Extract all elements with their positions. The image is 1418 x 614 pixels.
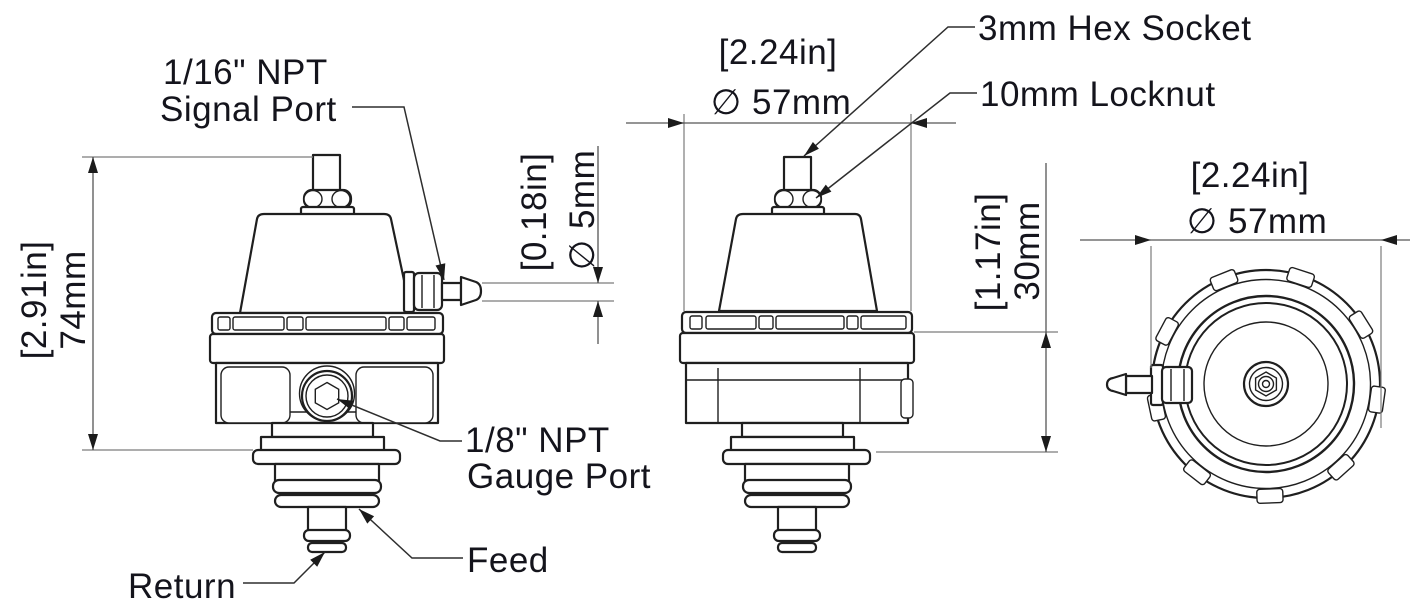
front-locknut: [302, 188, 353, 210]
side-width-mm: ∅ 57mm: [711, 83, 851, 122]
lower-height-dimension: [1.17in] 30mm: [876, 163, 1058, 453]
front-bottom-stack: [251, 421, 402, 554]
side-gauge-port-boss: [900, 378, 914, 419]
locknut-text: 10mm Locknut: [980, 75, 1216, 114]
front-height-inches: [2.91in]: [15, 241, 54, 360]
top-hex-socket: [1254, 371, 1278, 397]
top-width-dimension: [2.24in] ∅ 57mm: [1080, 156, 1410, 428]
top-width-mm: ∅ 57mm: [1187, 202, 1327, 241]
front-main-band: [208, 332, 446, 365]
side-width-inches: [2.24in]: [719, 33, 838, 72]
hex-socket-label: 3mm Hex Socket: [803, 9, 1251, 157]
gauge-port-line2: Gauge Port: [467, 457, 651, 496]
side-bottom-stack: [721, 421, 872, 554]
signal-port-label: 1/16" NPT Signal Port: [160, 53, 446, 281]
front-signal-barb: [402, 270, 483, 314]
side-oring-upper: [741, 478, 853, 495]
return-label: Return: [128, 551, 326, 606]
side-oring-lower: [743, 493, 851, 509]
front-return-stem: [306, 505, 348, 533]
front-spring-cap: [238, 212, 413, 315]
signal-port-line1: 1/16" NPT: [163, 53, 328, 92]
front-lower-body: [214, 361, 440, 425]
front-oring-lower: [273, 493, 381, 509]
top-view: [1105, 266, 1386, 504]
barb-diameter-dimension: [0.18in] ∅ 5mm: [482, 146, 614, 344]
gauge-port-label: 1/8" NPT Gauge Port: [336, 398, 651, 496]
front-signal-stem: [311, 153, 342, 194]
side-view: [678, 155, 916, 554]
side-signal-stem: [782, 155, 813, 194]
front-height-dimension: [2.91in] 74mm: [15, 156, 313, 451]
hex-socket-text: 3mm Hex Socket: [978, 9, 1251, 48]
gauge-port-line1: 1/8" NPT: [465, 421, 610, 460]
front-view: [208, 153, 483, 554]
front-gauge-port: [298, 365, 356, 423]
return-text: Return: [128, 567, 236, 606]
lower-height-mm: 30mm: [1008, 201, 1047, 300]
front-gauge-hex-socket: [314, 381, 340, 411]
barb-dia-mm: ∅ 5mm: [563, 150, 602, 271]
front-ring-band: [210, 311, 445, 336]
top-adjuster-hub: [1242, 360, 1290, 408]
barb-dia-inches: [0.18in]: [515, 153, 554, 272]
feed-label: Feed: [358, 508, 549, 580]
side-spring-cap: [717, 212, 879, 313]
side-lower-body: [684, 361, 914, 425]
front-height-mm: 74mm: [54, 250, 93, 349]
lower-height-inches: [1.17in]: [969, 193, 1008, 312]
feed-text: Feed: [467, 541, 549, 580]
locknut-label: 10mm Locknut: [815, 75, 1216, 199]
front-oring-upper: [271, 478, 383, 495]
side-main-band: [678, 331, 916, 365]
side-ring-band: [680, 310, 914, 335]
side-return-stem: [776, 505, 818, 533]
top-width-inches: [2.24in]: [1191, 156, 1310, 195]
top-signal-barb: [1105, 363, 1194, 407]
side-locknut: [773, 188, 823, 210]
side-width-dimension: [2.24in] ∅ 57mm: [626, 33, 956, 311]
signal-port-line2: Signal Port: [160, 90, 337, 129]
